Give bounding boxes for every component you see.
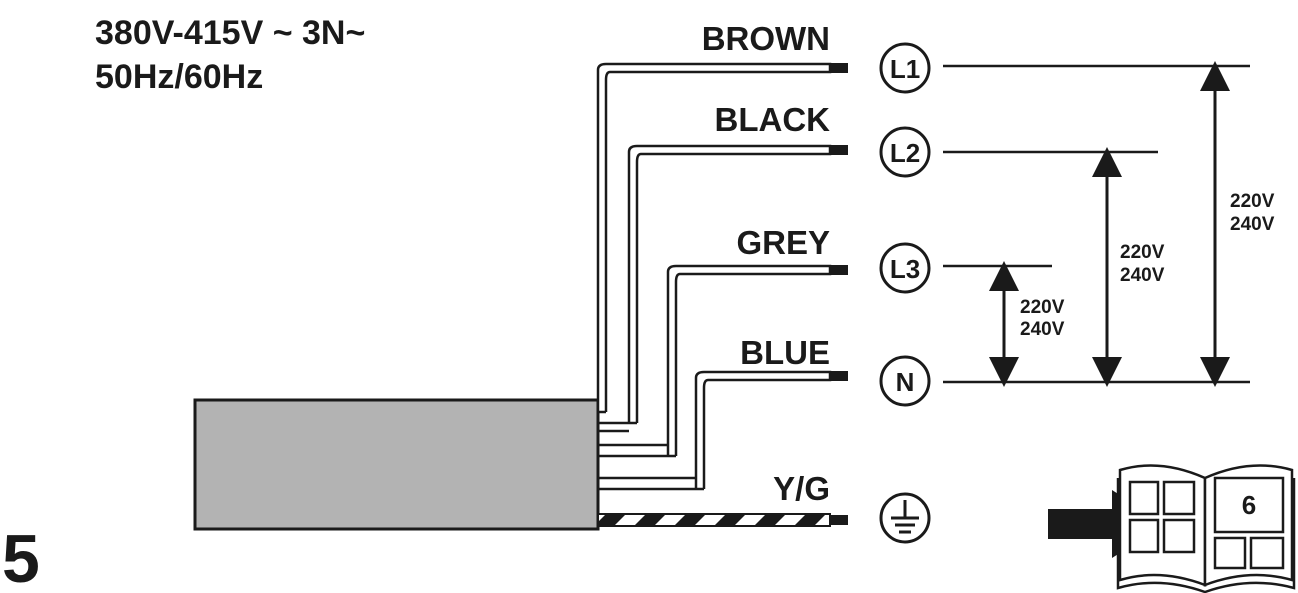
wire-leads <box>598 410 704 491</box>
wire-label-yg: Y/G <box>773 470 830 507</box>
terminal-label-n: N <box>896 367 915 397</box>
voltage-l2-n-a: 220V <box>1120 242 1165 263</box>
terminal-label-l2: L2 <box>890 138 920 168</box>
wire-label-black: BLACK <box>715 101 831 138</box>
wire-label-brown: BROWN <box>702 20 830 57</box>
voltage-l3-n-a: 220V <box>1020 297 1065 318</box>
supply-voltage-text: 380V-415V ~ 3N~ <box>95 14 365 52</box>
book-page-number: 6 <box>1242 490 1256 520</box>
wire-black <box>627 144 848 423</box>
terminal-l2: L2 <box>879 126 931 178</box>
terminal-label-l3: L3 <box>890 254 920 284</box>
terminal-l3: L3 <box>879 242 931 294</box>
terminal-n: N <box>879 355 931 407</box>
step-number: 5 <box>2 521 40 593</box>
wire-earth <box>597 513 848 527</box>
wire-label-grey: GREY <box>736 224 830 261</box>
terminal-label-l1: L1 <box>890 54 920 84</box>
wire-label-blue: BLUE <box>740 334 830 371</box>
voltage-l1-n-a: 220V <box>1230 191 1275 212</box>
appliance-box <box>193 398 600 531</box>
terminal-earth <box>879 492 931 544</box>
voltage-l1-n-b: 240V <box>1230 214 1275 235</box>
wire-brown <box>596 62 848 412</box>
earth-ground-icon <box>891 500 919 534</box>
manual-book-icon <box>1116 464 1296 593</box>
wire-blue <box>694 370 848 489</box>
voltage-l2-n-b: 240V <box>1120 265 1165 286</box>
phase-lines <box>943 64 1250 384</box>
wire-grey <box>666 264 848 456</box>
voltage-l3-n-b: 240V <box>1020 319 1065 340</box>
supply-frequency-text: 50Hz/60Hz <box>95 58 263 96</box>
terminal-l1: L1 <box>879 42 931 94</box>
